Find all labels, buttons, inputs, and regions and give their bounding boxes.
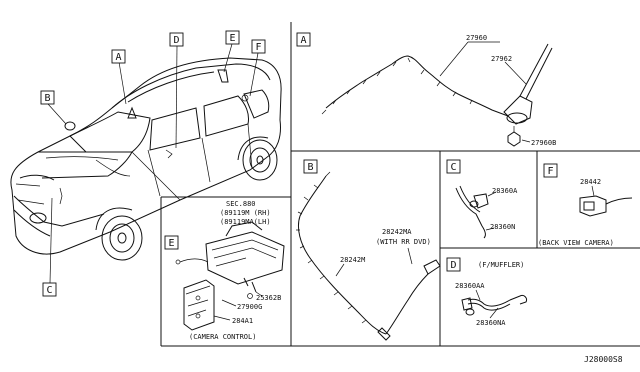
panel-a-letter: A — [300, 35, 306, 46]
part-27960: 27960 — [466, 34, 487, 42]
panel-b-letter: B — [307, 162, 313, 173]
panel-f-letter: F — [547, 166, 553, 177]
vehicle-illustration — [10, 57, 282, 261]
panel-c-letter: C — [450, 162, 456, 173]
part-28360na: 28360NA — [476, 319, 506, 327]
part-27962: 27962 — [491, 55, 512, 63]
sec-note-line-3: (89119MA(LH) — [220, 218, 271, 226]
panel-b: B 28242MA (WITH RR DVD) 28242M — [296, 159, 441, 341]
part-28360a: 28360A — [492, 187, 518, 195]
part-28360aa: 28360AA — [455, 282, 485, 290]
panel-c: C 28360A 28360N — [446, 159, 518, 239]
panel-dividers — [160, 22, 640, 347]
car-callout-c: C — [46, 285, 52, 296]
inset-e-caption: (CAMERA CONTROL) — [189, 333, 256, 341]
part-25362b: 25362B — [256, 294, 281, 302]
inset-e: E SEC.880 (89119M (RH) (89119MA(LH) 2536… — [164, 200, 285, 341]
panel-a: A 27960 27962 27960B — [296, 32, 556, 147]
part-28242ma: 28242MA — [382, 228, 412, 236]
part-284a1: 284A1 — [232, 317, 253, 325]
panel-f: F 28442 (BACK VIEW CAMERA) — [538, 163, 633, 247]
panel-d: D (F/MUFFLER) 28360AA 28360NA — [446, 257, 527, 327]
car-callouts: A B C D E F — [40, 30, 266, 297]
car-callout-d: D — [173, 35, 179, 46]
sec-note-line-2: (89119M (RH) — [220, 209, 271, 217]
part-28442: 28442 — [580, 178, 601, 186]
part-27960b: 27960B — [531, 139, 556, 147]
part-27900g: 27900G — [237, 303, 262, 311]
part-28360n: 28360N — [490, 223, 515, 231]
sec-note-line-1: SEC.880 — [226, 200, 256, 208]
car-callout-a: A — [115, 52, 121, 63]
diagram-code: J28000S8 — [584, 355, 623, 364]
car-callout-e: E — [229, 33, 235, 44]
panel-d-note: (F/MUFFLER) — [478, 261, 524, 269]
part-with-rr-dvd: (WITH RR DVD) — [376, 238, 431, 246]
car-callout-f: F — [255, 42, 261, 53]
inset-e-letter: E — [168, 238, 174, 249]
part-28242m: 28242M — [340, 256, 365, 264]
panel-d-letter: D — [450, 260, 456, 271]
car-callout-b: B — [44, 93, 50, 104]
panel-f-caption: (BACK VIEW CAMERA) — [538, 239, 614, 247]
